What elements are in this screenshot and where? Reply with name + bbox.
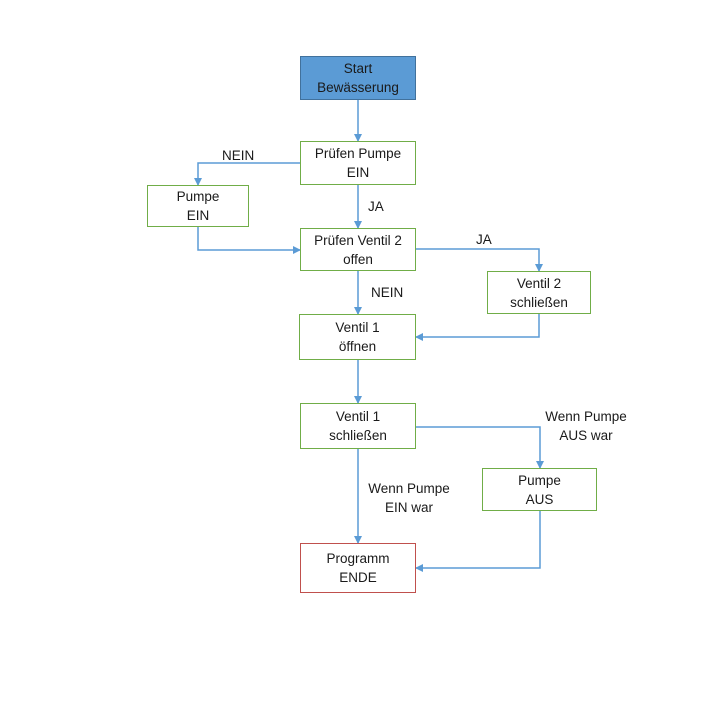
node-pump-on[interactable]: Pumpe EIN: [147, 185, 249, 227]
edge-label-nein-pump: NEIN: [222, 148, 255, 163]
node-check-valve2[interactable]: Prüfen Ventil 2 offen: [300, 228, 416, 271]
edge-label-nein-valve2: NEIN: [371, 285, 404, 300]
edge-check-valve2-to-close-valve2: [416, 248, 543, 272]
edge-check-pump-to-pump-on: [194, 162, 300, 186]
node-open-valve1[interactable]: Ventil 1 öffnen: [299, 314, 416, 360]
node-close-valve2[interactable]: Ventil 2 schließen: [487, 271, 591, 314]
edge-pump-off-to-end: [415, 511, 541, 572]
edge-label-ja-pump: JA: [368, 199, 384, 214]
edge-label-pump-was-off: Wenn Pumpe AUS war: [545, 409, 627, 443]
node-start[interactable]: Start Bewässerung: [300, 56, 416, 100]
node-check-pump[interactable]: Prüfen Pumpe EIN: [300, 141, 416, 185]
edge-label-ja-valve2: JA: [476, 232, 492, 247]
edge-close-valve2-to-open-valve1: [415, 314, 540, 341]
node-end[interactable]: Programm ENDE: [300, 543, 416, 593]
edge-pump-on-to-check-valve2: [197, 227, 301, 254]
edge-label-pump-was-on: Wenn Pumpe EIN war: [368, 481, 450, 515]
node-close-valve1[interactable]: Ventil 1 schließen: [300, 403, 416, 449]
edge-close-valve1-to-pump-off: [416, 426, 544, 469]
node-pump-off[interactable]: Pumpe AUS: [482, 468, 597, 511]
